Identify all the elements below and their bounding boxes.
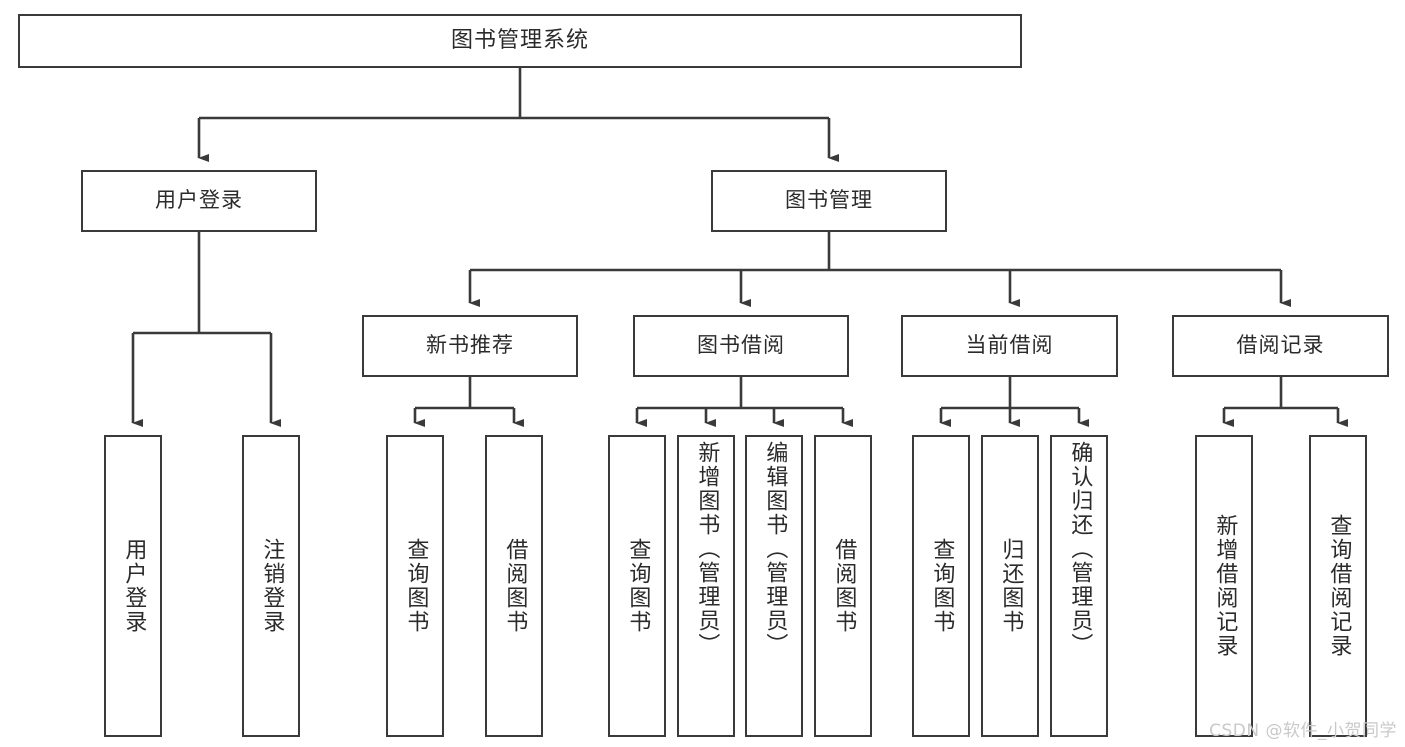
leaf-book-borrow-query-label: 查询图书 bbox=[625, 538, 651, 634]
node-user-login-label: 用户登录 bbox=[155, 188, 243, 213]
leaf-book-borrow-edit-label: 编辑图书（管理员） bbox=[762, 441, 788, 657]
leaf-book-borrow-edit[interactable]: 编辑图书（管理员） bbox=[745, 435, 803, 737]
leaf-book-borrow-query[interactable]: 查询图书 bbox=[608, 435, 666, 737]
leaf-new-book-query[interactable]: 查询图书 bbox=[386, 435, 444, 737]
leaf-book-borrow-borrow[interactable]: 借阅图书 bbox=[814, 435, 872, 737]
leaf-current-borrow-query-label: 查询图书 bbox=[929, 538, 955, 634]
node-current-borrow-label: 当前借阅 bbox=[965, 333, 1054, 358]
leaf-current-borrow-query[interactable]: 查询图书 bbox=[912, 435, 970, 737]
leaf-book-borrow-borrow-label: 借阅图书 bbox=[831, 538, 857, 634]
leaf-borrow-record-add-label: 新增借阅记录 bbox=[1212, 514, 1238, 658]
leaf-book-borrow-add-label: 新增图书（管理员） bbox=[694, 441, 720, 657]
leaf-borrow-record-add[interactable]: 新增借阅记录 bbox=[1195, 435, 1253, 737]
leaf-user-login-signin-label: 用户登录 bbox=[121, 538, 147, 634]
leaf-current-borrow-return[interactable]: 归还图书 bbox=[981, 435, 1039, 737]
node-root-label: 图书管理系统 bbox=[450, 27, 589, 53]
leaf-current-borrow-return-label: 归还图书 bbox=[998, 538, 1024, 634]
leaf-borrow-record-query[interactable]: 查询借阅记录 bbox=[1309, 435, 1367, 737]
node-new-book-recommend-label: 新书推荐 bbox=[426, 333, 514, 358]
leaf-user-login-signin[interactable]: 用户登录 bbox=[104, 435, 162, 737]
leaf-current-borrow-confirm[interactable]: 确认归还（管理员） bbox=[1050, 435, 1108, 737]
node-root[interactable]: 图书管理系统 bbox=[18, 14, 1022, 68]
node-user-login[interactable]: 用户登录 bbox=[81, 170, 317, 232]
leaf-new-book-query-label: 查询图书 bbox=[403, 538, 429, 634]
node-book-borrow-label: 图书借阅 bbox=[697, 333, 785, 358]
node-book-management[interactable]: 图书管理 bbox=[711, 170, 947, 232]
node-borrow-record-label: 借阅记录 bbox=[1236, 333, 1325, 358]
node-current-borrow[interactable]: 当前借阅 bbox=[901, 315, 1118, 377]
node-book-management-label: 图书管理 bbox=[785, 188, 873, 213]
leaf-user-login-signout-label: 注销登录 bbox=[259, 538, 285, 634]
leaf-borrow-record-query-label: 查询借阅记录 bbox=[1326, 514, 1352, 658]
node-book-borrow[interactable]: 图书借阅 bbox=[633, 315, 849, 377]
node-borrow-record[interactable]: 借阅记录 bbox=[1172, 315, 1389, 377]
leaf-new-book-borrow-label: 借阅图书 bbox=[502, 538, 528, 634]
node-new-book-recommend[interactable]: 新书推荐 bbox=[362, 315, 578, 377]
leaf-current-borrow-confirm-label: 确认归还（管理员） bbox=[1067, 441, 1093, 657]
leaf-user-login-signout[interactable]: 注销登录 bbox=[242, 435, 300, 737]
leaf-book-borrow-add[interactable]: 新增图书（管理员） bbox=[677, 435, 735, 737]
leaf-new-book-borrow[interactable]: 借阅图书 bbox=[485, 435, 543, 737]
